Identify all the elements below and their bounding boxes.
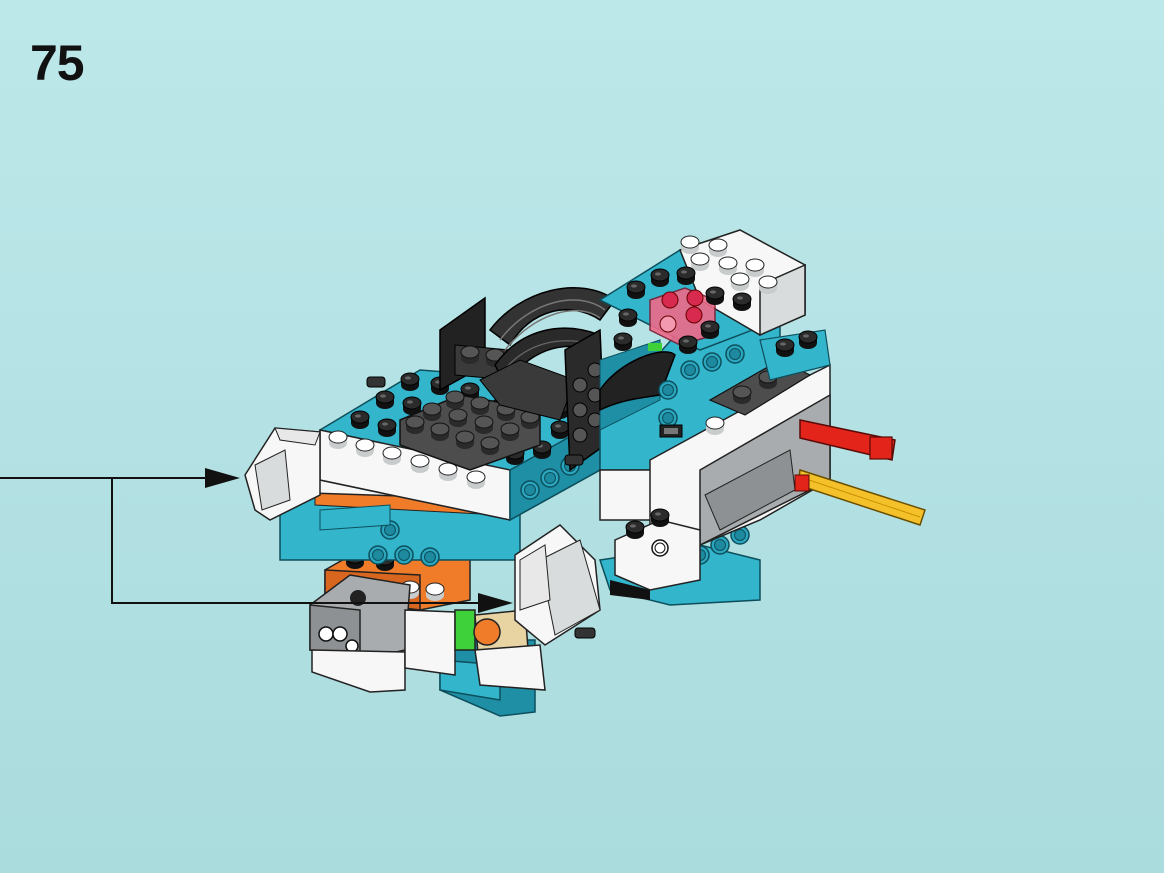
- side-panel: [614, 329, 831, 591]
- lower-white-blocks: [404, 609, 546, 691]
- black-panels-and-cable: [366, 287, 617, 639]
- arrow-right-icon: [205, 468, 240, 488]
- claw-pieces: [244, 427, 601, 646]
- top-studs: [328, 372, 570, 490]
- step-number: 75: [30, 35, 85, 91]
- arrow-right-icon: [478, 593, 513, 613]
- hub-body: [598, 229, 806, 565]
- callout-arrows: [0, 468, 513, 613]
- axles: [794, 419, 926, 526]
